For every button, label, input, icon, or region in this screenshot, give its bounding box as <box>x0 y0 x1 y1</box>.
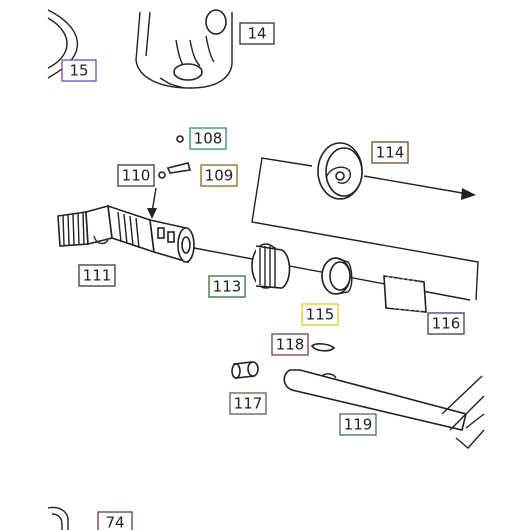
part-116-spring <box>383 275 427 313</box>
label-114: 114 <box>371 141 409 164</box>
part-118-clip <box>310 343 336 352</box>
label-118: 118 <box>271 333 309 356</box>
thread-lines <box>62 212 85 246</box>
label-14: 14 <box>239 22 275 45</box>
label-text: 108 <box>194 130 223 148</box>
part-109-detent-pin <box>166 162 192 174</box>
label-116: 116 <box>427 312 465 335</box>
part-113-knurled-nut <box>251 243 291 289</box>
label-box <box>239 22 275 45</box>
label-74: 74 <box>97 511 133 530</box>
label-box <box>117 164 155 187</box>
label-text: 111 <box>83 267 112 285</box>
part-111-threaded-tube <box>57 204 195 264</box>
label-text: 113 <box>213 278 242 296</box>
label-119: 119 <box>339 413 377 436</box>
label-box <box>371 141 409 164</box>
label-text: 116 <box>432 315 461 333</box>
label-text: 109 <box>205 167 234 185</box>
label-box <box>271 333 309 356</box>
label-117: 117 <box>229 392 267 415</box>
label-box <box>229 392 267 415</box>
knurl-lines <box>259 246 276 287</box>
label-box <box>339 413 377 436</box>
part-108-ball <box>176 135 184 143</box>
assembly-bracket <box>251 157 479 301</box>
part-15-ring <box>47 9 79 79</box>
label-text: 74 <box>105 514 124 530</box>
label-box <box>301 303 339 326</box>
label-text: 110 <box>122 167 151 185</box>
label-box <box>78 264 116 287</box>
label-text: 118 <box>276 336 305 354</box>
label-text: 115 <box>306 306 335 324</box>
label-109: 109 <box>200 164 238 187</box>
label-text: 119 <box>344 416 373 434</box>
part-14-barrel-nut <box>135 9 233 89</box>
label-111: 111 <box>78 264 116 287</box>
spring-coils <box>387 275 421 313</box>
label-box <box>200 164 238 187</box>
part-74-partial <box>47 506 69 530</box>
part-110-ball <box>158 171 166 179</box>
label-text: 15 <box>69 62 88 80</box>
label-108: 108 <box>189 127 227 150</box>
label-box <box>189 127 227 150</box>
label-113: 113 <box>208 275 246 298</box>
label-box <box>61 59 97 82</box>
part-119-rod <box>283 369 485 449</box>
label-box <box>427 312 465 335</box>
label-box <box>208 275 246 298</box>
label-110: 110 <box>117 164 155 187</box>
part-115-spacer-ring <box>321 257 353 295</box>
thread-lines-2 <box>117 211 140 249</box>
label-115: 115 <box>301 303 339 326</box>
insert-arrow <box>147 187 157 219</box>
label-15: 15 <box>61 59 97 82</box>
part-labels: 14 15 108 109 110 111 113 114 115 116 117 118 119 74 <box>61 22 465 530</box>
label-box <box>97 511 133 530</box>
label-text: 114 <box>376 144 405 162</box>
label-text: 14 <box>247 25 266 43</box>
part-114-slotted-disc <box>317 142 363 200</box>
part-117-plug <box>231 361 259 379</box>
label-text: 117 <box>234 395 263 413</box>
